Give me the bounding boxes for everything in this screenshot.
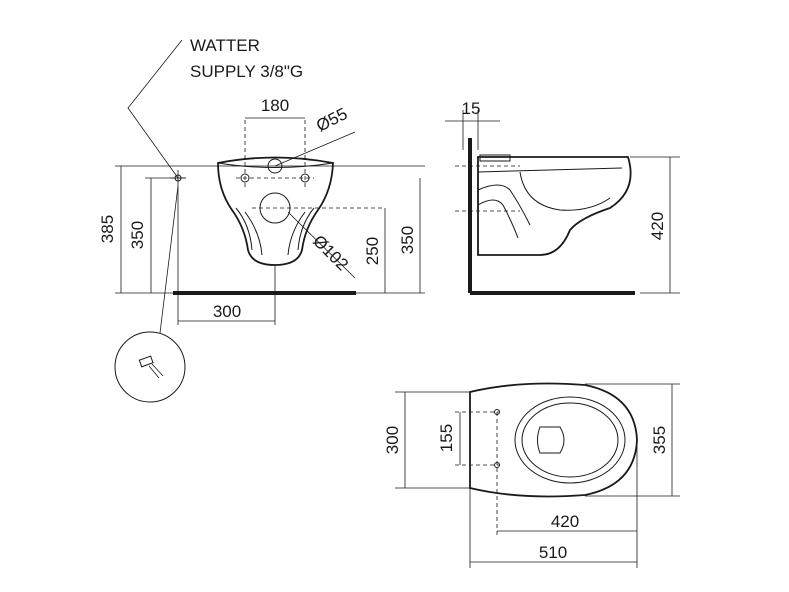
side-view: 15 420 (445, 99, 680, 295)
side-bowl-inner (519, 171, 611, 211)
detail-pipe-1 (151, 363, 164, 377)
top-view: 155 300 355 420 510 (383, 382, 680, 568)
side-trap (477, 184, 531, 239)
dim-420-side: 420 (648, 212, 667, 240)
callout-leader (127, 39, 183, 179)
side-bowl-outline (477, 156, 632, 256)
detail-valve-icon (138, 355, 154, 368)
dim-350-left: 350 (128, 221, 147, 249)
detail-leader (159, 185, 179, 334)
dim-350-right: 350 (398, 226, 417, 254)
detail-pipe-2 (148, 365, 160, 379)
dim-180: 180 (261, 96, 289, 115)
dim-420-top: 420 (551, 512, 579, 531)
top-bowl-outer (514, 396, 626, 484)
dim-510: 510 (539, 543, 567, 562)
front-view: 180 Ø55 Ø102 385 350 250 350 300 (98, 36, 425, 403)
dim-250: 250 (363, 237, 382, 265)
callout-line-1: WATTER (190, 36, 260, 55)
dim-dia-55: Ø55 (313, 104, 350, 136)
side-inlet-fitting (479, 154, 511, 162)
detail-circle (114, 331, 186, 403)
callout-line-2: SUPPLY 3/8"G (190, 62, 303, 81)
front-rim-curve (217, 162, 334, 168)
dim-155: 155 (437, 424, 456, 452)
dim-dia-102: Ø102 (309, 231, 352, 274)
leader-dia-102 (287, 211, 356, 279)
dim-355: 355 (650, 426, 669, 454)
front-skirt-inner (244, 211, 306, 256)
dim-15: 15 (462, 99, 481, 118)
side-rim-line (477, 167, 623, 173)
top-outlet (537, 426, 565, 454)
dim-300-front: 300 (213, 302, 241, 321)
leader-dia-55 (274, 131, 356, 167)
dim-300-top: 300 (383, 426, 402, 454)
front-skirt-left (235, 207, 253, 251)
top-bowl-inner (521, 402, 619, 478)
top-outline (469, 382, 638, 498)
dim-385: 385 (98, 215, 117, 243)
front-bolt-hole-left (240, 173, 250, 183)
